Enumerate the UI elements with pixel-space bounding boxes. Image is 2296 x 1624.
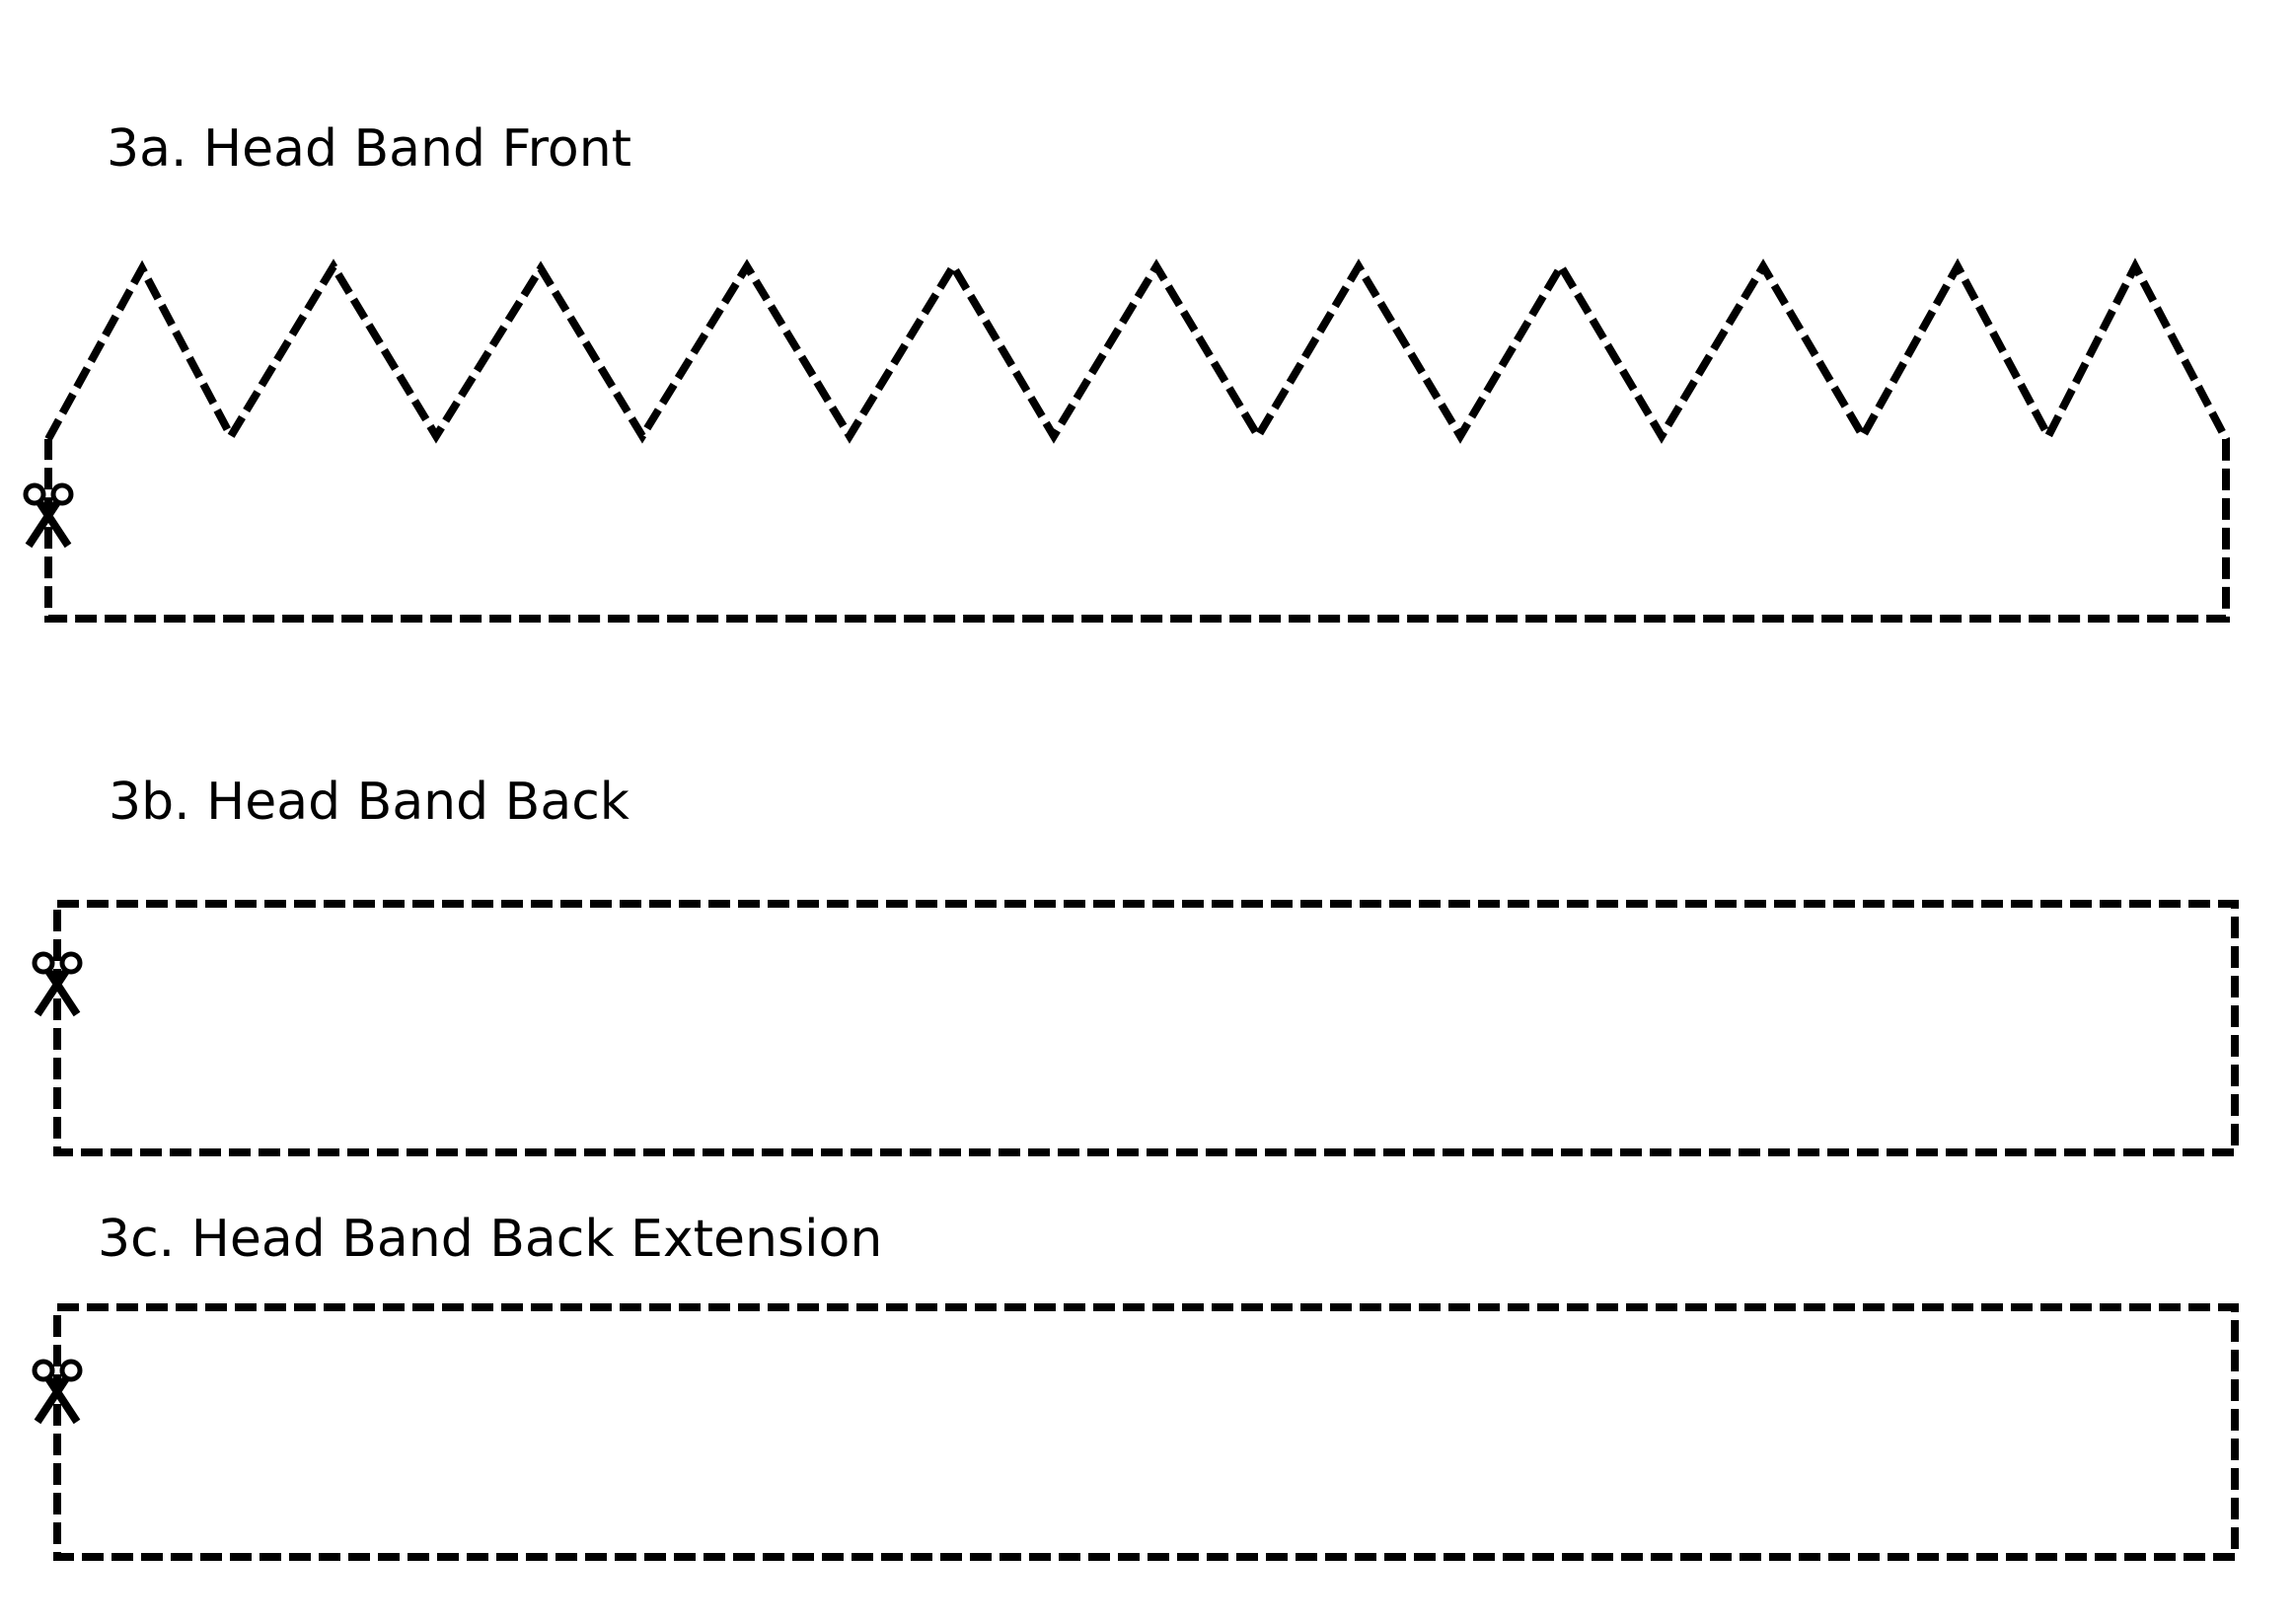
head-band-back-section: 3b. Head Band Back (35, 773, 2239, 1156)
head-band-front-cut-line (44, 258, 2230, 623)
head-band-front-section: 3a. Head Band Front (26, 119, 2230, 623)
section-title-head-band-front: 3a. Head Band Front (107, 119, 631, 179)
head-band-back-extension-cut-line (53, 1303, 2239, 1561)
head-band-back-extension-section: 3c. Head Band Back Extension (35, 1210, 2239, 1561)
head-band-back-cut-line (53, 900, 2239, 1156)
section-title-head-band-back-extension: 3c. Head Band Back Extension (98, 1210, 882, 1269)
section-title-head-band-back: 3b. Head Band Back (109, 773, 630, 832)
